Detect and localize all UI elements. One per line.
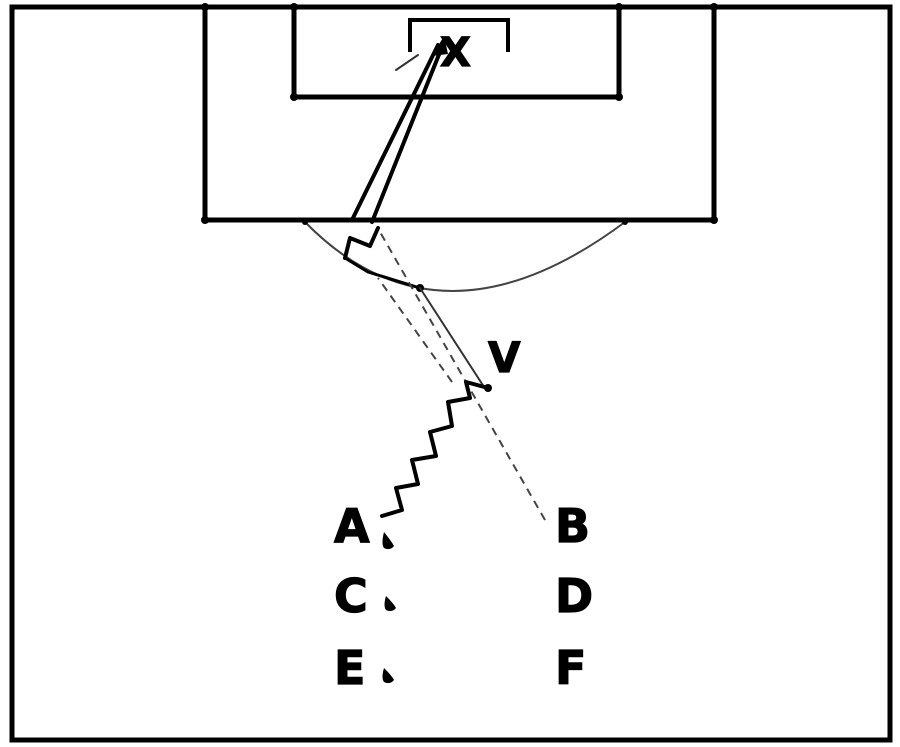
ball-marker-a [382, 532, 394, 550]
ball-marker-e [382, 668, 394, 684]
field-boundary [9, 4, 893, 743]
player-label-c: C [334, 569, 368, 623]
dribble-zigzag [380, 380, 490, 518]
goal-frame [408, 18, 510, 52]
dribble-end-dot [484, 384, 492, 392]
goal-area [291, 4, 622, 100]
ball-markers [382, 532, 396, 684]
penalty-arc [304, 221, 626, 292]
shot-arrow-tick [395, 54, 419, 71]
goalkeeper-label: X [440, 30, 471, 76]
player-label-b: B [555, 499, 590, 553]
dashed-run-v [377, 277, 453, 383]
player-label-f: F [555, 641, 586, 695]
player-label-d: D [555, 569, 593, 623]
flick-path [343, 226, 380, 260]
defender-label: V [488, 333, 521, 382]
flick-return [343, 256, 422, 290]
ball-marker-c [384, 596, 396, 612]
player-label-a: A [334, 499, 370, 553]
pass-line-v [419, 287, 487, 391]
shot-arrowhead [432, 36, 448, 56]
shot-line-1 [350, 43, 440, 222]
player-label-e: E [334, 641, 365, 695]
shot-line-2 [370, 40, 446, 224]
